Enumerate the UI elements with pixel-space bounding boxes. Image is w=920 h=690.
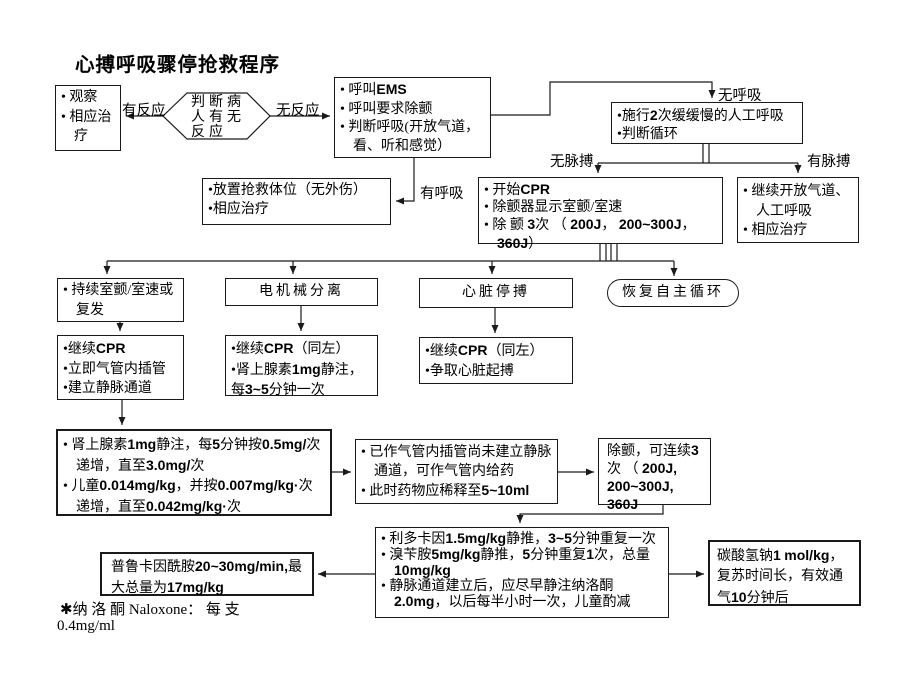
- text-line: • 除 颤 3次 （ 200J， 200~300J， 360J）: [484, 216, 696, 252]
- continue-cpr-pacing-box: •继续CPR（同左） •争取心脏起搏: [419, 337, 573, 384]
- text-line: •放置抢救体位（无外伤）: [208, 183, 367, 198]
- arrow-defib3-to-lido: [516, 505, 664, 523]
- quad-link: [599, 244, 618, 261]
- text-line: •肾上腺素1mg静注，每3~5分钟一次: [231, 360, 363, 399]
- continue-cpr-epinephrine-box: •继续CPR（同左） •肾上腺素1mg静注，每3~5分钟一次: [225, 335, 378, 398]
- rosc-ellipse: 恢复自主循环: [607, 279, 739, 307]
- arrow-no-breathing: [490, 81, 716, 116]
- naloxone-footnote-line2: 0.4mg/ml: [57, 618, 115, 634]
- text-line: • 观察: [61, 90, 98, 105]
- text-line: • 利多卡因1.5mg/kg静推，3~5分钟重复一次: [381, 530, 656, 548]
- label-breathing: 有呼吸: [420, 186, 464, 202]
- text-line: • 相应治疗: [61, 109, 112, 145]
- emd-box: 电机械分离: [225, 278, 378, 306]
- text-line: •继续CPR: [63, 340, 126, 357]
- text-line: • 儿童0.014mg/kg，并按0.007mg/kg·次递增，直至0.042m…: [63, 477, 313, 515]
- defib-three-times-box: 除颤，可连续3次 （ 200J, 200~300J, 360J: [598, 438, 711, 512]
- defib-three-times-text: 除颤，可连续3次 （ 200J, 200~300J, 360J: [607, 442, 699, 512]
- text-line: • 相应治疗: [743, 223, 808, 238]
- text-line: • 除颤器显示室颤/室速: [484, 199, 623, 215]
- page-title: 心搏呼吸骤停抢救程序: [75, 55, 281, 76]
- asystole-box: 心脏停搏: [419, 278, 573, 308]
- text-line: • 呼叫要求除颤: [340, 101, 433, 117]
- text-line: •施行2次缓缓慢的人工呼吸: [617, 107, 784, 124]
- rescue-breaths-box: •施行2次缓缓慢的人工呼吸 •判断循环: [611, 102, 803, 144]
- asystole-label: 心脏停搏: [462, 285, 530, 301]
- text-line: • 已作气管内插管尚未建立静脉通道，可作气管内给药: [361, 445, 552, 479]
- arrow-breathing: [396, 158, 415, 205]
- epinephrine-dosing-box: • 肾上腺素1mg静注，每5分钟按0.5mg/次递增，直至3.0mg/次• 儿童…: [56, 429, 332, 516]
- text-line: •立即气管内插管: [63, 361, 166, 377]
- text-line: •相应治疗: [208, 202, 269, 217]
- text-line: • 肾上腺素1mg静注，每5分钟按0.5mg/次递增，直至3.0mg/次: [63, 436, 321, 474]
- label-pulse: 有脉搏: [807, 154, 851, 170]
- text-line: •继续CPR（同左）: [425, 342, 544, 359]
- bicarbonate-text: 碳酸氢钠1 mol/kg，复苏时间长，有效通气10分钟后: [717, 547, 844, 606]
- label-responsive: 有反应: [122, 103, 166, 119]
- text-line: • 溴苄胺5mg/kg静推，5分钟重复1次，总量10mg/kg: [381, 546, 651, 578]
- text-line: • 此时药物应稀释至5~10ml: [361, 482, 530, 499]
- text-line: • 开始CPR: [484, 181, 550, 198]
- continue-airway-box: • 继续开放气道、人工呼吸 • 相应治疗: [737, 177, 859, 243]
- text-line: •判断循环: [617, 127, 678, 142]
- recovery-position-box: •放置抢救体位（无外伤） •相应治疗: [202, 178, 391, 225]
- text-line: • 呼叫EMS: [340, 81, 407, 98]
- bicarbonate-box: 碳酸氢钠1 mol/kg，复苏时间长，有效通气10分钟后: [708, 540, 861, 606]
- assess-responsiveness-node: 判断病人有无反应: [191, 95, 245, 140]
- rosc-label: 恢复自主循环: [622, 285, 724, 301]
- procainamide-text: 普鲁卡因酰胺20~30mg/min,最大总量为17mg/kg: [111, 558, 302, 596]
- naloxone-footnote-line1: ✱纳 洛 酮 Naloxone： 每 支: [60, 602, 240, 618]
- double-link: [702, 144, 710, 163]
- label-unresponsive: 无反应: [276, 103, 320, 119]
- label-no-breathing: 无呼吸: [718, 88, 762, 104]
- text-line: • 静脉通道建立后，应尽早静注纳洛酮2.0mg，以后每半小时一次，儿童酌减: [381, 579, 631, 610]
- continue-cpr-intubate-box: •继续CPR •立即气管内插管 •建立静脉通道: [57, 335, 184, 400]
- label-no-pulse: 无脉搏: [550, 154, 594, 170]
- text-line: • 持续室颤/室速或复发: [63, 283, 174, 318]
- text-line: • 继续开放气道、人工呼吸: [743, 184, 850, 219]
- antiarrhythmic-drugs-box: • 利多卡因1.5mg/kg静推，3~5分钟重复一次• 溴苄胺5mg/kg静推，…: [375, 527, 669, 618]
- call-ems-box: • 呼叫EMS • 呼叫要求除颤 • 判断呼吸(开放气道，看、听和感觉）: [334, 77, 491, 158]
- text-line: •争取心脏起搏: [425, 363, 514, 379]
- endotracheal-drugs-box: • 已作气管内插管尚未建立静脉通道，可作气管内给药 • 此时药物应稀释至5~10m…: [355, 439, 558, 504]
- start-cpr-defib-box: • 开始CPR• 除颤器显示室颤/室速• 除 颤 3次 （ 200J， 200~…: [478, 177, 723, 252]
- emd-label: 电机械分离: [259, 284, 344, 300]
- text-line: • 判断呼吸(开放气道，看、听和感觉）: [340, 120, 480, 154]
- persistent-vf-box: • 持续室颤/室速或复发: [57, 278, 184, 322]
- observe-treat-box: • 观察 • 相应治疗: [55, 85, 121, 151]
- text-line: •建立静脉通道: [63, 381, 152, 396]
- text-line: •继续CPR（同左）: [231, 340, 350, 357]
- procainamide-box: 普鲁卡因酰胺20~30mg/min,最大总量为17mg/kg: [100, 552, 314, 596]
